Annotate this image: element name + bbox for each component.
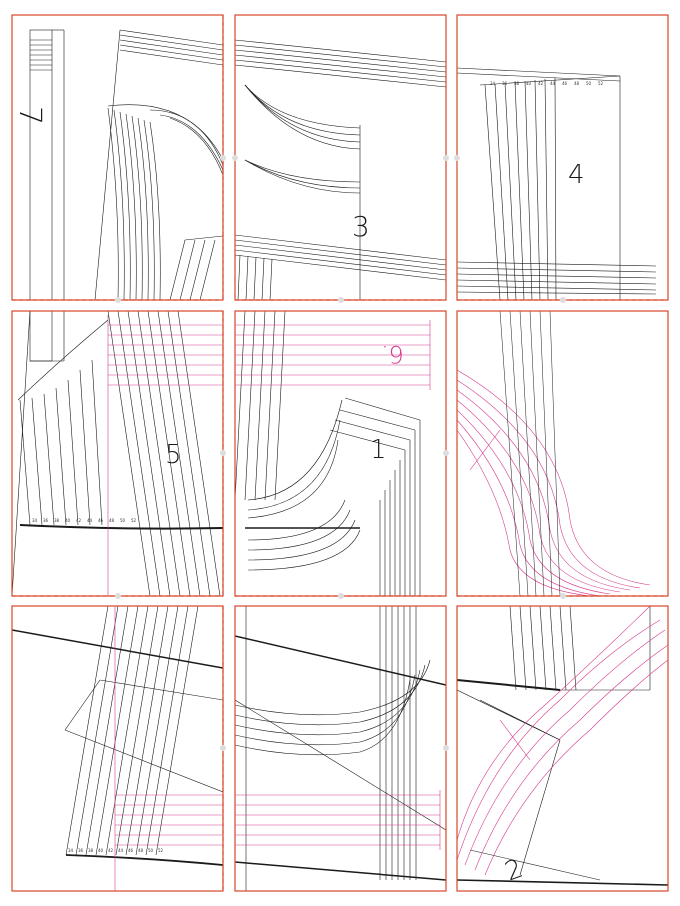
size-label: 50	[120, 518, 126, 523]
marker-f	[220, 450, 226, 456]
size-label: 38	[514, 81, 520, 86]
size-label: 34	[32, 518, 38, 523]
size-label: 36	[502, 81, 508, 86]
size-label: 42	[538, 81, 544, 86]
marker-a	[220, 155, 226, 161]
size-label: 40	[526, 81, 532, 86]
marker-b2	[454, 155, 460, 161]
tile-r1-c3	[457, 67, 657, 300]
marker-i	[338, 593, 344, 599]
piece-number-2: 2	[501, 854, 527, 888]
size-label: 50	[148, 848, 154, 853]
marker-h	[115, 593, 121, 599]
piece-number-5: 5	[165, 440, 182, 470]
size-label: 40	[98, 848, 104, 853]
size-label: 34	[68, 848, 74, 853]
tile-r2-c2	[235, 311, 431, 596]
marker-b	[443, 155, 449, 161]
piece-number-7: 7	[12, 106, 47, 125]
tile-r3-c1	[12, 606, 223, 891]
marker-a2	[232, 155, 238, 161]
size-label: 48	[574, 81, 580, 86]
size-label: 52	[158, 848, 164, 853]
marker-e	[560, 297, 566, 303]
tile-r2-c1	[12, 311, 223, 596]
size-label: 46	[562, 81, 568, 86]
size-label: 34	[490, 81, 496, 86]
size-label: 50	[586, 81, 592, 86]
size-label: 42	[108, 848, 114, 853]
marker-g	[443, 450, 449, 456]
tile-r3-c3	[457, 606, 668, 886]
size-label: 46	[128, 848, 134, 853]
size-label: 48	[109, 518, 115, 523]
tile-r2-c3	[457, 311, 651, 596]
tile-borders	[11, 14, 669, 892]
size-label: 48	[138, 848, 144, 853]
size-label: 44	[118, 848, 124, 853]
tile-r1-c1	[29, 29, 223, 300]
piece-number-3: 3	[352, 210, 370, 243]
size-label: 52	[131, 518, 137, 523]
size-label: 52	[598, 81, 604, 86]
tile-r1-c2	[235, 39, 446, 300]
size-label: 36	[43, 518, 49, 523]
marker-k	[220, 745, 226, 751]
size-label: 44	[87, 518, 93, 523]
size-label: 38	[88, 848, 94, 853]
tile-overlap-dashes	[12, 15, 668, 891]
marker-j	[560, 593, 566, 599]
marker-c	[115, 297, 121, 303]
size-label: 42	[76, 518, 82, 523]
size-label: 44	[550, 81, 556, 86]
marker-d	[338, 297, 344, 303]
size-label: 36	[78, 848, 84, 853]
marker-l	[443, 745, 449, 751]
size-label: 40	[65, 518, 71, 523]
piece-number-4: 4	[568, 160, 585, 190]
tile-markers	[115, 155, 566, 751]
tile-r3-c2	[235, 606, 446, 891]
size-label: 38	[54, 518, 60, 523]
piece-number-6: 6.	[381, 340, 404, 368]
size-label: 46	[98, 518, 104, 523]
piece-number-1: 1	[370, 435, 387, 465]
